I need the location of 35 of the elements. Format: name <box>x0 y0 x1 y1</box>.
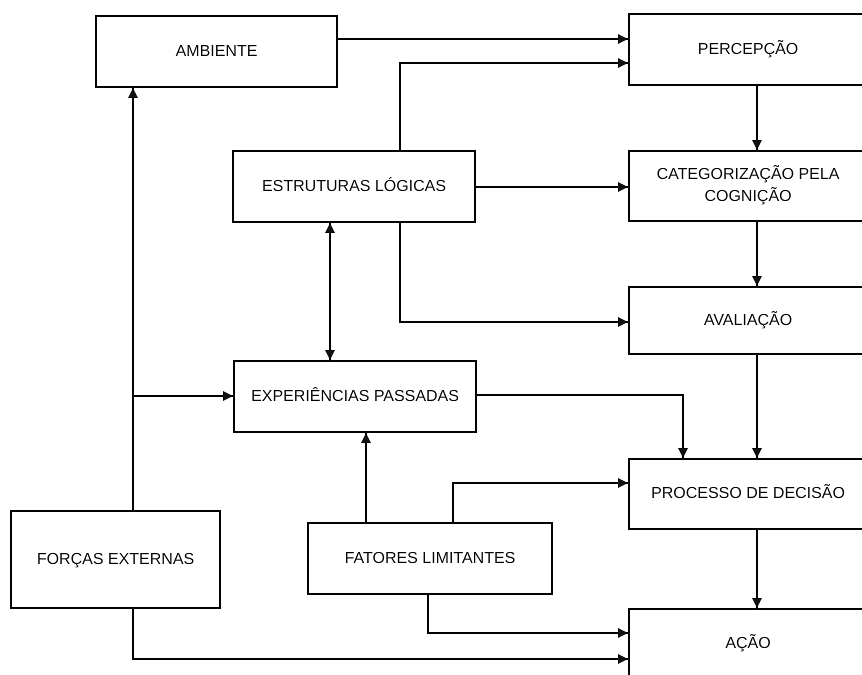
arrow <box>325 223 335 360</box>
process-box <box>232 150 476 223</box>
process-box <box>95 15 338 88</box>
arrow <box>361 433 371 522</box>
arrow <box>452 478 628 522</box>
box-label: CATEGORIZAÇÃO PELA COGNIÇÃO <box>656 164 840 207</box>
arrow <box>399 223 628 327</box>
process-box <box>628 150 862 222</box>
arrow <box>338 34 628 44</box>
box-label: EXPERIÊNCIAS PASSADAS <box>250 386 460 406</box>
arrow <box>752 86 762 150</box>
arrow <box>476 182 628 192</box>
box-label: FATORES LIMITANTES <box>344 548 516 568</box>
box-label: AVALIAÇÃO <box>702 310 794 330</box>
arrow <box>399 58 628 150</box>
process-box <box>233 360 477 433</box>
arrow <box>752 222 762 286</box>
arrow <box>132 391 233 510</box>
arrow <box>752 530 762 608</box>
arrow <box>477 394 688 458</box>
arrow <box>132 609 628 664</box>
box-label: AÇÃO <box>724 633 772 654</box>
box-label: AMBIENTE <box>174 42 258 62</box>
box-label: ESTRUTURAS LÓGICAS <box>260 176 448 196</box>
process-box <box>628 13 862 86</box>
process-box <box>628 286 862 355</box>
process-box <box>10 510 221 609</box>
arrow <box>752 355 762 458</box>
box-label: PERCEPÇÃO <box>696 39 800 60</box>
box-label: FORÇAS EXTERNAS <box>36 550 196 570</box>
process-box <box>307 522 553 595</box>
box-label: PROCESSO DE DECISÃO <box>650 483 846 504</box>
process-box <box>628 458 862 530</box>
arrow <box>427 595 628 638</box>
process-box <box>628 608 862 675</box>
